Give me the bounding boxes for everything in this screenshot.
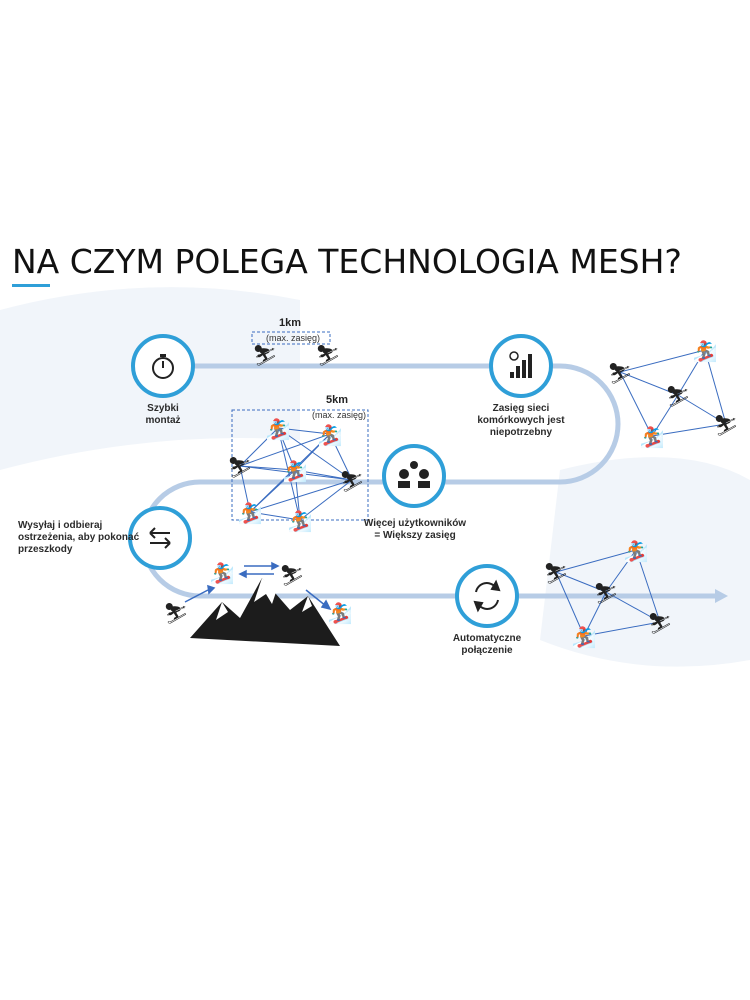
route-path [140,363,715,599]
skier-icon: ⛷ [713,413,738,437]
feature-circle-auto-connect [455,564,519,628]
skier-icon: ⛷ [279,563,304,587]
snowboarder-icon: 🏂 [288,509,313,533]
skier-icon: ⛷ [252,343,277,367]
feature-circle-warnings [128,506,192,570]
snowboarder-icon: 🏂 [624,539,649,563]
skier-icon: ⛷ [647,611,672,635]
snowboarder-icon: 🏂 [572,625,597,649]
range-1km-note: (max. zasięg) [266,333,321,343]
skier-icon: ⛷ [315,343,340,367]
skiers: ⛷ ⛷ 🏂 🏂 ⛷ 🏂 ⛷ 🏂 🏂 ⛷ 🏂 ⛷ 🏂 ⛷ ⛷ 🏂 ⛷ 🏂 ⛷ ⛷ … [163,339,738,649]
skier-icon: ⛷ [227,455,252,479]
route-arrow-head [715,589,728,603]
feature-circle-quick-setup [131,334,195,398]
label-auto-connect: Automatyczne połączenie [452,633,522,656]
label-warnings: Wysyłaj i odbieraj ostrzeżenia, aby poko… [18,520,140,555]
mesh-5km-links [239,427,353,521]
snowboarder-icon: 🏂 [266,417,291,441]
no-signal-icon [509,351,532,378]
feature-circle-more-users [382,444,446,508]
snowboarder-icon: 🏂 [640,425,665,449]
skier-icon: ⛷ [665,384,690,408]
snowboarder-icon: 🏂 [238,501,263,525]
label-more-users: Więcej użytkowników = Większy zasięg [363,518,467,541]
skier-icon: ⛷ [593,581,618,605]
exchange-arrows-icon [149,527,171,549]
range-1km-distance: 1km [279,317,302,329]
skier-icon: ⛷ [607,361,632,385]
skier-icon: ⛷ [163,601,188,625]
label-no-cell: Zasięg sieci komórkowych jest niepotrzeb… [477,403,565,438]
label-quick-setup: Szybki montaż [145,403,181,426]
stopwatch-icon [152,357,174,379]
refresh-icon [473,579,501,613]
mesh-right-bottom-links [555,549,661,637]
skier-icon: ⛷ [543,561,568,585]
snowboarder-icon: 🏂 [318,423,343,447]
mountain-illustration [190,578,340,646]
page-title: NA CZYM POLEGA TECHNOLOGIA MESH? [12,242,682,281]
range-5km-note: (max. zasięg) [312,410,367,420]
range-5km-distance: 5km [326,394,349,406]
snowboarder-icon: 🏂 [693,339,718,363]
background-swoosh-right [540,457,750,667]
snowboarder-icon: 🏂 [210,561,235,585]
users-icon [398,461,430,488]
feature-circle-no-cell [489,334,553,398]
snowboarder-icon: 🏂 [328,601,353,625]
title-underline [12,284,50,287]
skier-icon: ⛷ [339,469,364,493]
mesh-right-top-links [619,349,727,437]
range-5km-box [231,409,369,521]
warning-arrows [184,561,332,611]
snowboarder-icon: 🏂 [283,459,308,483]
